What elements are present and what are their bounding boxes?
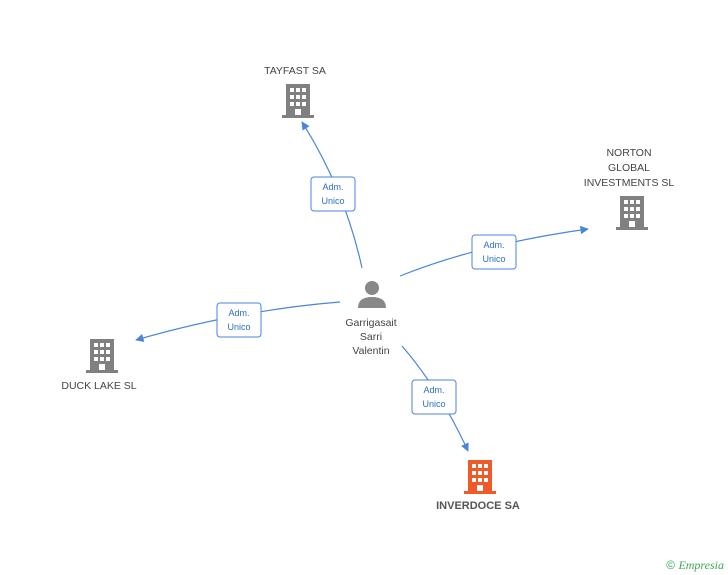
building-icon xyxy=(86,339,118,373)
person-name-line-1: Garrigasait xyxy=(345,317,396,329)
company-name: DUCK LAKE SL xyxy=(61,380,136,392)
company-node-duck-lake[interactable]: DUCK LAKE SL xyxy=(61,339,137,392)
person-name-line-3: Valentin xyxy=(352,345,389,357)
edge-to-tayfast: Adm. Unico xyxy=(301,121,363,269)
person-node[interactable]: Garrigasait Sarri Valentin xyxy=(345,281,397,357)
company-name-line-1: NORTON xyxy=(606,147,651,159)
company-name: INVERDOCE SA xyxy=(436,500,520,512)
edge-label-line-1: Adm. xyxy=(322,182,343,192)
edge-label-line-1: Adm. xyxy=(483,240,504,250)
footer-credit: © Empresia xyxy=(666,558,724,573)
building-icon xyxy=(282,84,314,118)
company-name: TAYFAST SA xyxy=(264,65,326,77)
edge-label-box xyxy=(411,379,457,415)
person-name-line-2: Sarri xyxy=(360,331,382,343)
edge-to-norton: Adm. Unico xyxy=(399,225,589,277)
edge-label-line-2: Unico xyxy=(482,254,505,264)
brand-logo[interactable]: Empresia xyxy=(678,558,724,572)
edge-to-inverdoce: Adm. Unico xyxy=(401,345,469,452)
edge-label-line-2: Unico xyxy=(422,399,445,409)
edge-label-line-2: Unico xyxy=(227,322,250,332)
company-node-tayfast[interactable]: TAYFAST SA xyxy=(264,65,326,118)
company-name-line-3: INVESTMENTS SL xyxy=(584,177,675,189)
person-icon xyxy=(358,281,386,308)
company-name-line-2: GLOBAL xyxy=(608,162,650,174)
edge-label-box xyxy=(310,176,356,212)
company-node-norton[interactable]: NORTON GLOBAL INVESTMENTS SL xyxy=(584,147,675,230)
edge-label-box xyxy=(471,234,517,270)
building-icon xyxy=(616,196,648,230)
edge-label-line-1: Adm. xyxy=(228,308,249,318)
edge-to-duck-lake: Adm. Unico xyxy=(135,301,341,342)
edge-label-box xyxy=(216,302,262,338)
company-node-inverdoce[interactable]: INVERDOCE SA xyxy=(436,460,520,512)
edge-label-line-1: Adm. xyxy=(423,385,444,395)
copyright-icon: © xyxy=(666,558,676,572)
edge-label-line-2: Unico xyxy=(321,196,344,206)
building-icon xyxy=(464,460,496,494)
